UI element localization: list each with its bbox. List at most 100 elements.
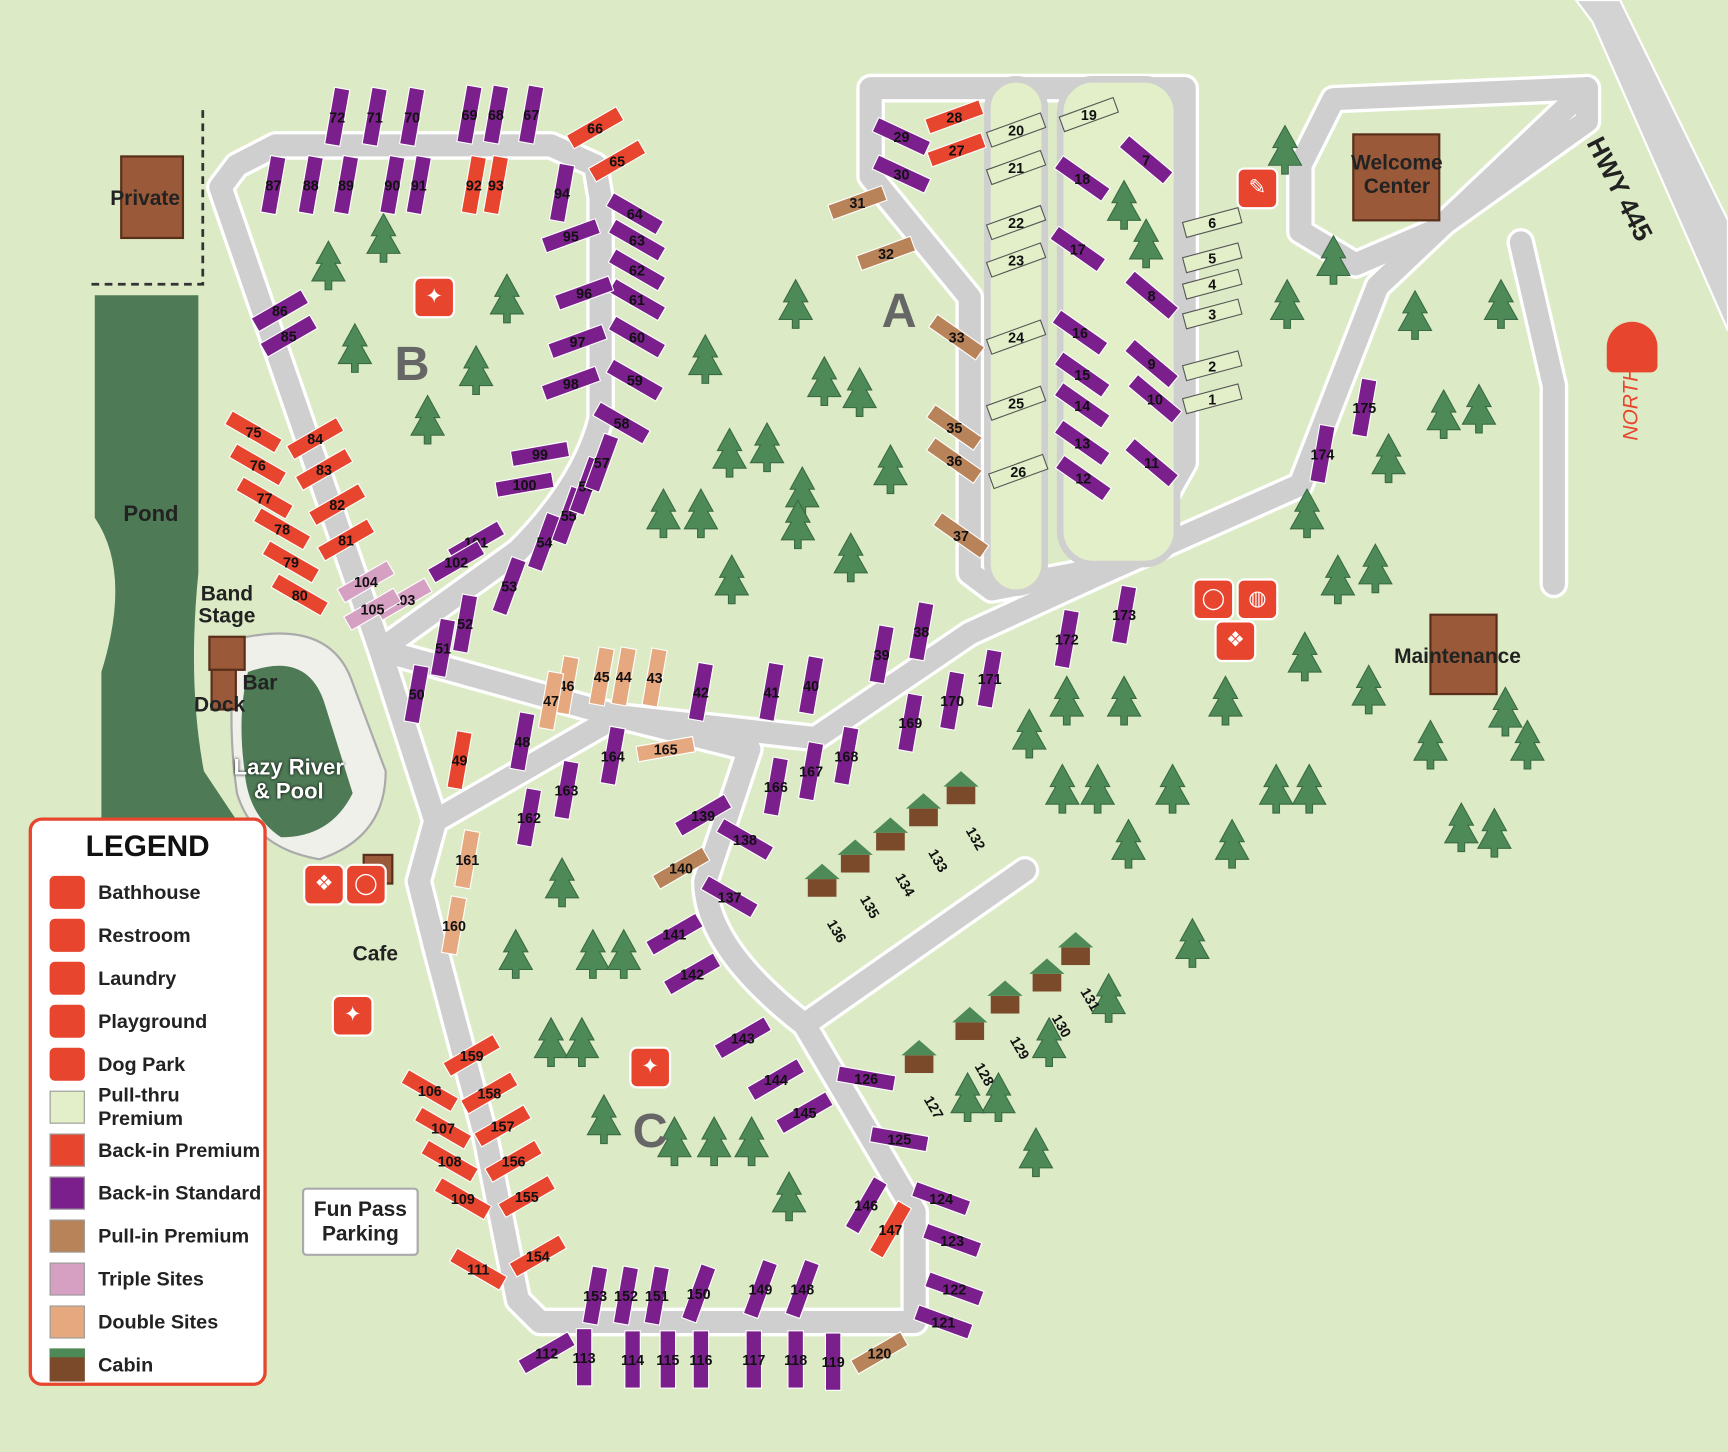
campsite-33[interactable]: 33 xyxy=(927,313,986,361)
campsite-156[interactable]: 156 xyxy=(484,1139,543,1183)
campsite-108[interactable]: 108 xyxy=(420,1139,480,1183)
campsite-123[interactable]: 123 xyxy=(921,1222,983,1259)
campsite-114[interactable]: 114 xyxy=(621,1330,644,1389)
campsite-21[interactable]: 21 xyxy=(985,149,1047,186)
campsite-96[interactable]: 96 xyxy=(553,275,615,311)
band-stage-building[interactable] xyxy=(208,635,246,671)
campsite-54[interactable]: 54 xyxy=(526,511,563,573)
campsite-40[interactable]: 40 xyxy=(797,655,825,716)
campsite-49[interactable]: 49 xyxy=(446,729,473,791)
campsite-24[interactable]: 24 xyxy=(985,319,1047,355)
campsite-157[interactable]: 157 xyxy=(473,1104,532,1148)
campsite-107[interactable]: 107 xyxy=(413,1106,473,1150)
campsite-17[interactable]: 17 xyxy=(1049,225,1107,273)
campsite-143[interactable]: 143 xyxy=(713,1016,773,1060)
campsite-69[interactable]: 69 xyxy=(456,84,483,145)
campsite-53[interactable]: 53 xyxy=(491,555,527,617)
campsite-62[interactable]: 62 xyxy=(607,248,667,292)
campsite-141[interactable]: 141 xyxy=(645,912,704,956)
campsite-42[interactable]: 42 xyxy=(687,661,715,723)
campsite-9[interactable]: 9 xyxy=(1123,338,1180,389)
cabin-136[interactable]: 136 xyxy=(804,863,849,946)
campsite-169[interactable]: 169 xyxy=(897,692,924,753)
campsite-39[interactable]: 39 xyxy=(868,624,895,685)
maintenance-building[interactable] xyxy=(1429,613,1498,696)
campsite-117[interactable]: 117 xyxy=(742,1330,765,1389)
campsite-70[interactable]: 70 xyxy=(398,86,426,147)
cabin-135[interactable]: 135 xyxy=(837,839,882,922)
campsite-25[interactable]: 25 xyxy=(985,385,1047,421)
campsite-16[interactable]: 16 xyxy=(1051,309,1109,357)
campsite-23[interactable]: 23 xyxy=(985,242,1047,278)
playground-icon[interactable]: ✦ xyxy=(415,278,453,317)
campsite-121[interactable]: 121 xyxy=(913,1304,974,1340)
welcome-center-building[interactable] xyxy=(1352,133,1441,222)
campsite-165[interactable]: 165 xyxy=(635,735,696,763)
restroom-icon[interactable]: ❖ xyxy=(1216,622,1255,660)
campsite-116[interactable]: 116 xyxy=(689,1330,712,1389)
campsite-50[interactable]: 50 xyxy=(403,663,430,725)
campsite-175[interactable]: 175 xyxy=(1351,377,1378,438)
campsite-158[interactable]: 158 xyxy=(459,1071,519,1115)
campsite-142[interactable]: 142 xyxy=(662,952,722,996)
campsite-43[interactable]: 43 xyxy=(641,647,668,708)
campsite-32[interactable]: 32 xyxy=(855,235,917,272)
campsite-159[interactable]: 159 xyxy=(442,1033,502,1078)
campsite-64[interactable]: 64 xyxy=(605,191,665,236)
campsite-97[interactable]: 97 xyxy=(547,323,608,360)
campsite-30[interactable]: 30 xyxy=(871,154,932,194)
campsite-65[interactable]: 65 xyxy=(587,139,647,183)
campsite-151[interactable]: 151 xyxy=(643,1265,671,1326)
campsite-144[interactable]: 144 xyxy=(746,1057,806,1102)
cabin-129[interactable]: 129 xyxy=(987,980,1032,1063)
campsite-84[interactable]: 84 xyxy=(285,416,345,461)
campsite-160[interactable]: 160 xyxy=(440,895,468,956)
campsite-147[interactable]: 147 xyxy=(868,1200,913,1259)
campsite-104[interactable]: 104 xyxy=(336,559,396,604)
campsite-38[interactable]: 38 xyxy=(908,601,935,662)
campsite-115[interactable]: 115 xyxy=(656,1330,679,1389)
campsite-120[interactable]: 120 xyxy=(850,1331,909,1375)
campsite-6[interactable]: 6 xyxy=(1181,207,1243,239)
campsite-78[interactable]: 78 xyxy=(252,507,312,551)
campsite-139[interactable]: 139 xyxy=(673,793,733,837)
campsite-174[interactable]: 174 xyxy=(1309,423,1336,485)
campsite-150[interactable]: 150 xyxy=(680,1263,717,1324)
campsite-68[interactable]: 68 xyxy=(482,84,510,145)
campsite-155[interactable]: 155 xyxy=(497,1174,557,1219)
campsite-105[interactable]: 105 xyxy=(343,587,402,631)
campsite-83[interactable]: 83 xyxy=(294,447,354,492)
campsite-22[interactable]: 22 xyxy=(985,204,1047,241)
campsite-99[interactable]: 99 xyxy=(509,440,571,468)
campsite-102[interactable]: 102 xyxy=(426,540,486,584)
cabin-127[interactable]: 127 xyxy=(901,1039,946,1122)
campsite-98[interactable]: 98 xyxy=(540,365,602,402)
campsite-170[interactable]: 170 xyxy=(938,670,966,731)
campsite-28[interactable]: 28 xyxy=(924,99,985,135)
campsite-154[interactable]: 154 xyxy=(508,1234,568,1278)
campsite-89[interactable]: 89 xyxy=(332,154,360,216)
campsite-11[interactable]: 11 xyxy=(1123,437,1180,488)
cabin-133[interactable]: 133 xyxy=(905,793,950,875)
campsite-58[interactable]: 58 xyxy=(592,401,651,445)
campsite-100[interactable]: 100 xyxy=(494,471,555,498)
campsite-18[interactable]: 18 xyxy=(1053,154,1111,202)
campsite-106[interactable]: 106 xyxy=(400,1068,460,1113)
campsite-72[interactable]: 72 xyxy=(324,86,351,147)
campsite-109[interactable]: 109 xyxy=(433,1176,493,1221)
campsite-90[interactable]: 90 xyxy=(379,154,406,216)
campsite-82[interactable]: 82 xyxy=(307,482,367,527)
campsite-125[interactable]: 125 xyxy=(869,1125,930,1153)
campsite-29[interactable]: 29 xyxy=(871,116,932,157)
campsite-152[interactable]: 152 xyxy=(612,1265,640,1326)
bar-building[interactable] xyxy=(210,668,237,711)
campsite-51[interactable]: 51 xyxy=(429,617,457,678)
campsite-173[interactable]: 173 xyxy=(1110,584,1138,645)
campsite-15[interactable]: 15 xyxy=(1053,351,1111,399)
campsite-112[interactable]: 112 xyxy=(517,1331,577,1375)
campsite-19[interactable]: 19 xyxy=(1058,96,1120,133)
campsite-118[interactable]: 118 xyxy=(784,1330,807,1389)
campsite-3[interactable]: 3 xyxy=(1181,298,1243,330)
campsite-80[interactable]: 80 xyxy=(270,573,330,617)
campsite-4[interactable]: 4 xyxy=(1181,268,1243,300)
